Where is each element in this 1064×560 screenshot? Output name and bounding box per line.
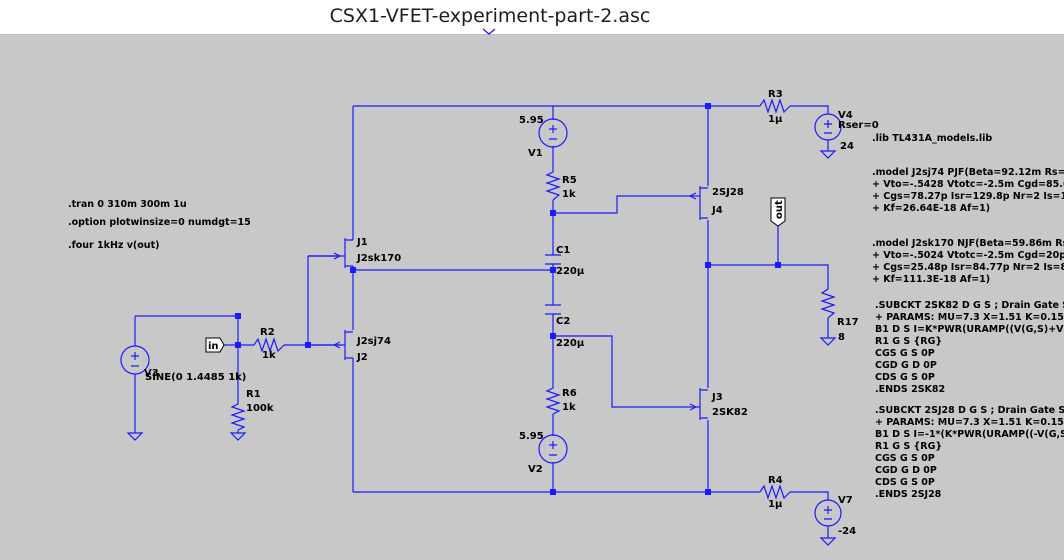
- jfet-j2[interactable]: [308, 330, 353, 360]
- svg-text:.SUBCKT 2SJ28 D G S ; Drain Ga: .SUBCKT 2SJ28 D G S ; Drain Gate Sou: [875, 405, 1064, 416]
- svg-text:+ Cgs=25.48p Isr=84.77p Nr=2 I: + Cgs=25.48p Isr=84.77p Nr=2 Is=8.: [872, 262, 1064, 273]
- resistor-r3[interactable]: [759, 98, 791, 114]
- v1-name: V1: [528, 148, 543, 159]
- r6-value: 1k: [562, 402, 576, 413]
- j2-value: J2sj74: [356, 336, 391, 347]
- svg-text:R1 G S {RG}: R1 G S {RG}: [875, 336, 942, 347]
- jfet-j3[interactable]: [689, 388, 708, 420]
- v4-extra: Rser=0: [838, 120, 879, 131]
- resistor-r5[interactable]: [545, 168, 561, 201]
- svg-text:out: out: [774, 200, 785, 219]
- r5-value: 1k: [562, 189, 576, 200]
- svg-text:CGS G S 0P: CGS G S 0P: [875, 453, 935, 464]
- svg-text:+ Cgs=78.27p Isr=129.8p Nr=2 I: + Cgs=78.27p Isr=129.8p Nr=2 Is=13: [872, 191, 1064, 202]
- svg-text:.ENDS 2SK82: .ENDS 2SK82: [875, 384, 945, 395]
- j2-name: J2: [356, 352, 368, 363]
- source-v4[interactable]: [814, 113, 842, 141]
- svg-text:B1 D S I=K*PWR(URAMP((V(G,S)+V: B1 D S I=K*PWR(URAMP((V(G,S)+VC: [875, 324, 1064, 335]
- svg-text:+ PARAMS: MU=7.3 X=1.51 K=0.15: + PARAMS: MU=7.3 X=1.51 K=0.157: [875, 312, 1064, 323]
- svg-text:+ Vto=-.5428 Vtotc=-2.5m Cgd=8: + Vto=-.5428 Vtotc=-2.5m Cgd=85.67: [872, 179, 1064, 190]
- v4-name: V4: [838, 110, 853, 121]
- jfet-j1[interactable]: [308, 238, 353, 268]
- v2-name: V2: [528, 464, 543, 475]
- j3-name: J3: [711, 392, 723, 403]
- svg-text:R1 G S {RG}: R1 G S {RG}: [875, 441, 942, 452]
- svg-text:CGS G S 0P: CGS G S 0P: [875, 348, 935, 359]
- resistor-r17[interactable]: [820, 285, 836, 319]
- svg-text:CDS G S 0P: CDS G S 0P: [875, 477, 935, 488]
- j1-value: J2sk170: [356, 253, 401, 264]
- j4-name: J4: [711, 205, 723, 216]
- r17-name: R17: [837, 317, 859, 328]
- svg-text:B1 D S I=-1*(K*PWR(URAMP((-V(G: B1 D S I=-1*(K*PWR(URAMP((-V(G,S: [875, 429, 1064, 440]
- window-title: CSX1-VFET-experiment-part-2.asc: [329, 5, 651, 27]
- source-v2[interactable]: [538, 434, 568, 464]
- net-label-in[interactable]: in: [205, 337, 225, 353]
- schematic-canvas[interactable]: V3 SINE(0 1.4485 1k) 5.95 V1 5.95 V2 V4 …: [0, 34, 1064, 560]
- svg-text:.SUBCKT 2SK82 D G S ; Drain Ga: .SUBCKT 2SK82 D G S ; Drain Gate Sou: [875, 300, 1064, 311]
- directive-option[interactable]: .option plotwinsize=0 numdgt=15: [68, 217, 251, 228]
- svg-text:.model J2sj74 PJF(Beta=92.12m: .model J2sj74 PJF(Beta=92.12m Rs=7: [872, 167, 1064, 178]
- r1-value: 100k: [246, 403, 274, 414]
- source-v1[interactable]: [538, 118, 568, 148]
- model-j2sj74[interactable]: .model J2sj74 PJF(Beta=92.12m Rs=7 + Vto…: [872, 167, 1064, 214]
- directive-lib[interactable]: .lib TL431A_models.lib: [872, 133, 992, 144]
- j1-name: J1: [356, 237, 368, 248]
- svg-text:CGD G D 0P: CGD G D 0P: [875, 360, 937, 371]
- r17-value: 8: [838, 332, 845, 343]
- wires: [134, 105, 829, 538]
- junction-dots: [235, 103, 781, 495]
- source-v7[interactable]: [814, 499, 842, 527]
- net-label-out[interactable]: out: [770, 197, 786, 227]
- svg-text:.model J2sk170 NJF(Beta=59.86m: .model J2sk170 NJF(Beta=59.86m Rs: [872, 238, 1064, 249]
- c1-name: C1: [556, 245, 570, 256]
- r2-value: 1k: [262, 350, 276, 361]
- v4-value: 24: [840, 141, 854, 152]
- model-j2sk170[interactable]: .model J2sk170 NJF(Beta=59.86m Rs + Vto=…: [872, 238, 1064, 285]
- svg-text:+ Kf=111.3E-18 Af=1): + Kf=111.3E-18 Af=1): [872, 274, 990, 285]
- capacitor-c1[interactable]: [545, 254, 561, 265]
- r3-name: R3: [768, 89, 783, 100]
- svg-text:+ Vto=-.5024 Vtotc=-2.5m Cgd=2: + Vto=-.5024 Vtotc=-2.5m Cgd=20p N: [872, 250, 1064, 261]
- v7-value: -24: [838, 526, 856, 537]
- r5-name: R5: [562, 175, 577, 186]
- v2-value: 5.95: [519, 431, 544, 442]
- resistor-r1[interactable]: [230, 400, 246, 431]
- subckt-2sj28[interactable]: .SUBCKT 2SJ28 D G S ; Drain Gate Sou + P…: [875, 405, 1064, 500]
- r6-name: R6: [562, 388, 577, 399]
- ground-symbols: [126, 150, 837, 546]
- subckt-2sk82[interactable]: .SUBCKT 2SK82 D G S ; Drain Gate Sou + P…: [875, 300, 1064, 395]
- r3-value: 1μ: [768, 114, 783, 125]
- directive-four[interactable]: .four 1kHz v(out): [68, 240, 159, 251]
- r2-name: R2: [260, 327, 275, 338]
- jfet-j4[interactable]: [688, 186, 708, 220]
- r4-name: R4: [768, 475, 783, 486]
- source-v3[interactable]: [120, 345, 150, 375]
- c2-name: C2: [556, 316, 570, 327]
- resistor-r6[interactable]: [545, 384, 561, 415]
- v1-value: 5.95: [519, 115, 544, 126]
- c2-value: 220μ: [556, 338, 585, 349]
- v3-name: V3: [144, 368, 159, 379]
- c1-value: 220μ: [556, 266, 585, 277]
- resistor-r2[interactable]: [253, 337, 285, 353]
- svg-text:CGD G D 0P: CGD G D 0P: [875, 465, 937, 476]
- svg-text:CDS G S 0P: CDS G S 0P: [875, 372, 935, 383]
- window-title-bar: CSX1-VFET-experiment-part-2.asc: [0, 0, 1064, 35]
- j4-value: 2SJ28: [712, 187, 744, 198]
- resistor-r4[interactable]: [759, 484, 791, 500]
- j3-value: 2SK82: [712, 407, 748, 418]
- v7-name: V7: [838, 495, 853, 506]
- svg-text:+ PARAMS: MU=7.3 X=1.51 K=0.15: + PARAMS: MU=7.3 X=1.51 K=0.157: [875, 417, 1064, 428]
- v3-value: SINE(0 1.4485 1k): [145, 372, 246, 383]
- svg-text:in: in: [208, 341, 219, 352]
- r4-value: 1μ: [768, 499, 783, 510]
- svg-text:.ENDS 2SJ28: .ENDS 2SJ28: [875, 489, 942, 500]
- r1-name: R1: [246, 389, 261, 400]
- directive-tran[interactable]: .tran 0 310m 300m 1u: [68, 199, 187, 210]
- capacitor-c2[interactable]: [545, 304, 561, 315]
- chevron-down-icon[interactable]: [482, 28, 496, 36]
- svg-text:+ Kf=26.64E-18 Af=1): + Kf=26.64E-18 Af=1): [872, 203, 990, 214]
